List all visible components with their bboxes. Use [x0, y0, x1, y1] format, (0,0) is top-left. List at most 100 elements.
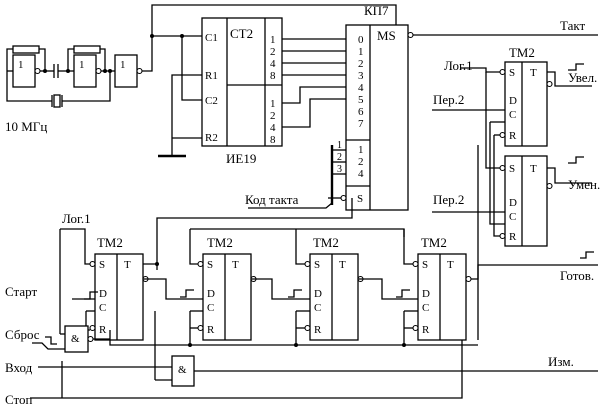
flipflop-umen: S T D C R Умен. Пер.2 [432, 72, 600, 340]
crystal [53, 94, 61, 108]
ff4-body [417, 253, 467, 341]
ff1-s: S [99, 259, 105, 271]
counter-ie19: СТ2 С1 R1 С2 R2 1 2 4 8 1 2 4 8 ИЕ19 [158, 17, 346, 166]
lower-flipflop-3: ТМ2 S T D C R [304, 235, 364, 341]
counter-out-a-8: 8 [270, 70, 276, 82]
counter-out-b-4: 4 [270, 122, 276, 134]
ff-umen-d: D [509, 197, 517, 209]
counter-pin-r1: R1 [205, 70, 218, 82]
counter-pin-r2: R2 [205, 132, 218, 144]
log1-left-label: Лог.1 [62, 211, 91, 226]
mux-addr-4: 4 [358, 168, 364, 180]
mux-addr-in-3: 3 [337, 164, 342, 175]
ff2-r: R [207, 324, 215, 336]
mux-title: MS [377, 28, 396, 43]
ff-uvel-r: R [509, 130, 517, 142]
mux-in-0: 0 [358, 34, 364, 46]
counter-out-b-8: 8 [270, 134, 276, 146]
ff2-body [202, 253, 252, 341]
and-gate-reset-label: & [71, 333, 80, 345]
mux-in-6: 6 [358, 106, 364, 118]
sbros-label: Сброс [5, 327, 40, 342]
mux-in-5: 5 [358, 94, 364, 106]
ff3-name: ТМ2 [313, 235, 339, 250]
uvel-label: Увел. [568, 70, 597, 85]
flipflop-uvel-name: ТМ2 [509, 45, 535, 60]
ff1-c: C [99, 302, 106, 314]
vhod-label: Вход [5, 360, 33, 375]
ff3-body [309, 253, 359, 341]
ff4-c: C [422, 302, 429, 314]
feedback-resistor-2 [73, 45, 101, 54]
ff2-name: ТМ2 [207, 235, 233, 250]
ff2-d: D [207, 288, 215, 300]
ff3-t: T [339, 259, 346, 271]
mux-addr-in-1: 1 [337, 140, 342, 151]
mux-pin-s: S [357, 193, 363, 205]
ff-umen-s: S [509, 163, 515, 175]
kod-takta-label: Код такта [245, 192, 299, 207]
flipflop-uvel-body [504, 61, 548, 147]
flipflop-umen-body [504, 155, 548, 247]
lower-flipflop-1: ТМ2 S T D C R [89, 235, 149, 341]
inverter-1-label: 1 [18, 59, 24, 71]
lower-wiring: Лог.1 Старт Готов. [5, 198, 598, 407]
ff2-t: T [232, 259, 239, 271]
takt-label: Такт [560, 18, 586, 33]
counter-out-b-2: 2 [270, 110, 276, 122]
ff4-d: D [422, 288, 430, 300]
counter-pin-c2: С2 [205, 95, 218, 107]
counter-out-b-1: 1 [270, 98, 276, 110]
lower-flipflop-4: ТМ2 S T D C R [412, 235, 472, 341]
inverter-3-label: 1 [120, 59, 126, 71]
counter-out-a-4: 4 [270, 58, 276, 70]
ff-uvel-s: S [509, 67, 515, 79]
counter-body [201, 17, 283, 147]
gotov-label: Готов. [560, 268, 594, 283]
per2-b-label: Пер.2 [433, 192, 464, 207]
mux-in-4: 4 [358, 82, 364, 94]
counter-pin-c1: С1 [205, 32, 218, 44]
inverter-2-label: 1 [79, 59, 85, 71]
frequency-label: 10 МГц [5, 119, 47, 134]
ff-umen-r: R [509, 231, 517, 243]
ff3-r: R [314, 324, 322, 336]
mux-kp7: MS КП7 0 1 2 3 4 5 6 7 1 2 4 S 1 2 3 Код… [151, 3, 598, 211]
feedback-resistor-1 [12, 45, 40, 54]
mux-in-3: 3 [358, 70, 364, 82]
ff2-s: S [207, 259, 213, 271]
and-gate-measure-label: & [178, 364, 187, 376]
counter-name: ИЕ19 [226, 151, 256, 166]
ff3-d: D [314, 288, 322, 300]
ff1-name: ТМ2 [97, 235, 123, 250]
mux-name: КП7 [364, 3, 389, 18]
ff4-s: S [422, 259, 428, 271]
oscillator-inverter-2 [73, 54, 97, 88]
counter-out-a-2: 2 [270, 46, 276, 58]
mux-body [345, 24, 409, 211]
ff2-c: C [207, 302, 214, 314]
ff-umen-t: T [530, 163, 537, 175]
ff3-c: C [314, 302, 321, 314]
log1-top-label: Лог.1 [444, 58, 473, 73]
oscillator-inverter-1 [12, 54, 36, 88]
per2-a-label: Пер.2 [433, 92, 464, 107]
ff4-name: ТМ2 [421, 235, 447, 250]
ff3-s: S [314, 259, 320, 271]
mux-in-1: 1 [358, 46, 364, 58]
counter-title: СТ2 [230, 26, 253, 41]
mux-in-2: 2 [358, 58, 364, 70]
flipflop-uvel: ТМ2 S T D C R Увел. Лог.1 Пер.2 [432, 45, 597, 147]
oscillator-inverter-3 [114, 54, 138, 88]
start-label: Старт [5, 284, 37, 299]
ff-uvel-c: C [509, 109, 516, 121]
stop-label: Стоп [5, 392, 33, 407]
mux-addr-2: 2 [358, 156, 364, 168]
ff-uvel-t: T [530, 67, 537, 79]
ff1-t: T [124, 259, 131, 271]
ff4-t: T [447, 259, 454, 271]
mux-addr-in-2: 2 [337, 152, 342, 163]
umen-label: Умен. [568, 177, 600, 192]
mux-in-7: 7 [358, 118, 364, 130]
